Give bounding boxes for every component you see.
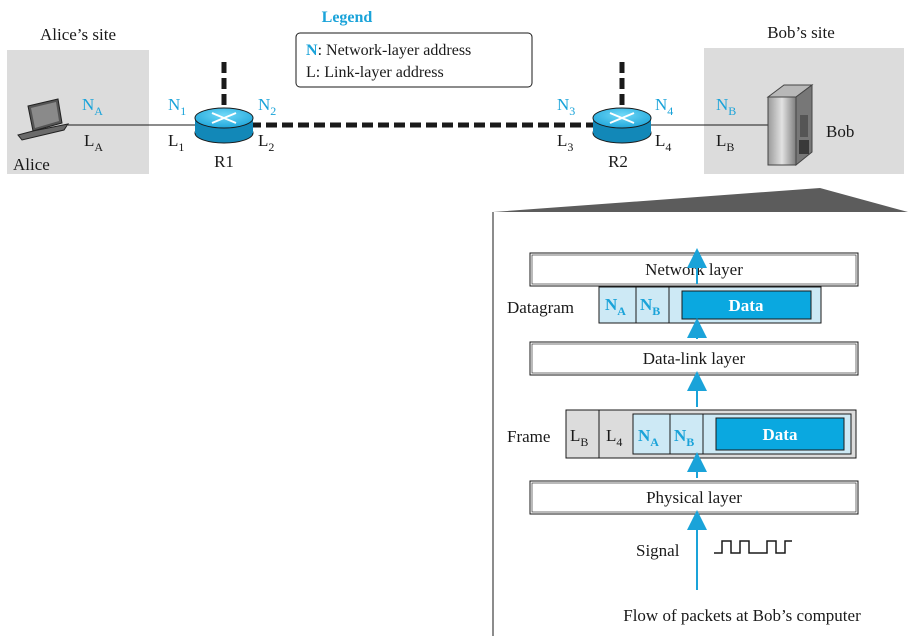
legend-l-line: L: Link-layer address (306, 64, 444, 81)
legend-n-key: N (306, 42, 318, 59)
addr-l2: L2 (258, 131, 274, 154)
router-icon (194, 107, 254, 144)
legend-title: Legend (322, 9, 373, 26)
addr-n1: N1 (168, 95, 186, 118)
datalink-layer-label: Data-link layer (643, 349, 746, 368)
r1-label: R1 (214, 152, 234, 171)
square-wave-icon (714, 540, 792, 554)
legend-l-desc: : Link-layer address (316, 64, 444, 81)
frame-l4: L4 (606, 426, 622, 449)
addr-l4: L4 (655, 131, 671, 154)
frame-na: NA (638, 426, 659, 449)
frame-data-label: Data (763, 425, 798, 444)
server-icon (766, 84, 814, 167)
addr-n3: N3 (557, 95, 575, 118)
legend-n-line: N: Network-layer address (306, 42, 471, 59)
legend-box (295, 32, 533, 88)
addr-na: NA (82, 95, 103, 118)
addr-l3: L3 (557, 131, 573, 154)
datagram-nb: NB (640, 295, 660, 318)
router-icon (592, 107, 652, 144)
signal-label: Signal (636, 541, 680, 560)
addr-l1: L1 (168, 131, 184, 154)
datalink-layer-box (529, 341, 859, 376)
frame-nb: NB (674, 426, 694, 449)
frame-data-block (715, 417, 845, 451)
frame-lb: LB (570, 426, 588, 449)
addr-n4: N4 (655, 95, 673, 118)
zoom-callout (493, 188, 908, 212)
bob-host-label: Bob (826, 122, 854, 141)
physical-layer-box (529, 480, 859, 515)
legend-l-key: L (306, 64, 316, 81)
addr-nb: NB (716, 95, 736, 118)
legend-n-desc: : Network-layer address (318, 42, 472, 59)
datagram-na: NA (605, 295, 626, 318)
addr-la: LA (84, 131, 103, 154)
datagram-data-block (681, 290, 812, 320)
bob-site-title: Bob’s site (767, 23, 835, 42)
datagram-data-label: Data (729, 296, 764, 315)
r2-label: R2 (608, 152, 628, 171)
physical-layer-label: Physical layer (646, 488, 742, 507)
frame-label: Frame (507, 427, 550, 446)
datagram-label: Datagram (507, 298, 574, 317)
addr-n2: N2 (258, 95, 276, 118)
alice-site-title: Alice’s site (40, 25, 116, 44)
alice-host-label: Alice (13, 155, 50, 174)
laptop-icon (17, 98, 70, 141)
network-layer-label: Network layer (645, 260, 743, 279)
addr-lb: LB (716, 131, 734, 154)
flow-caption: Flow of packets at Bob’s computer (623, 606, 861, 625)
